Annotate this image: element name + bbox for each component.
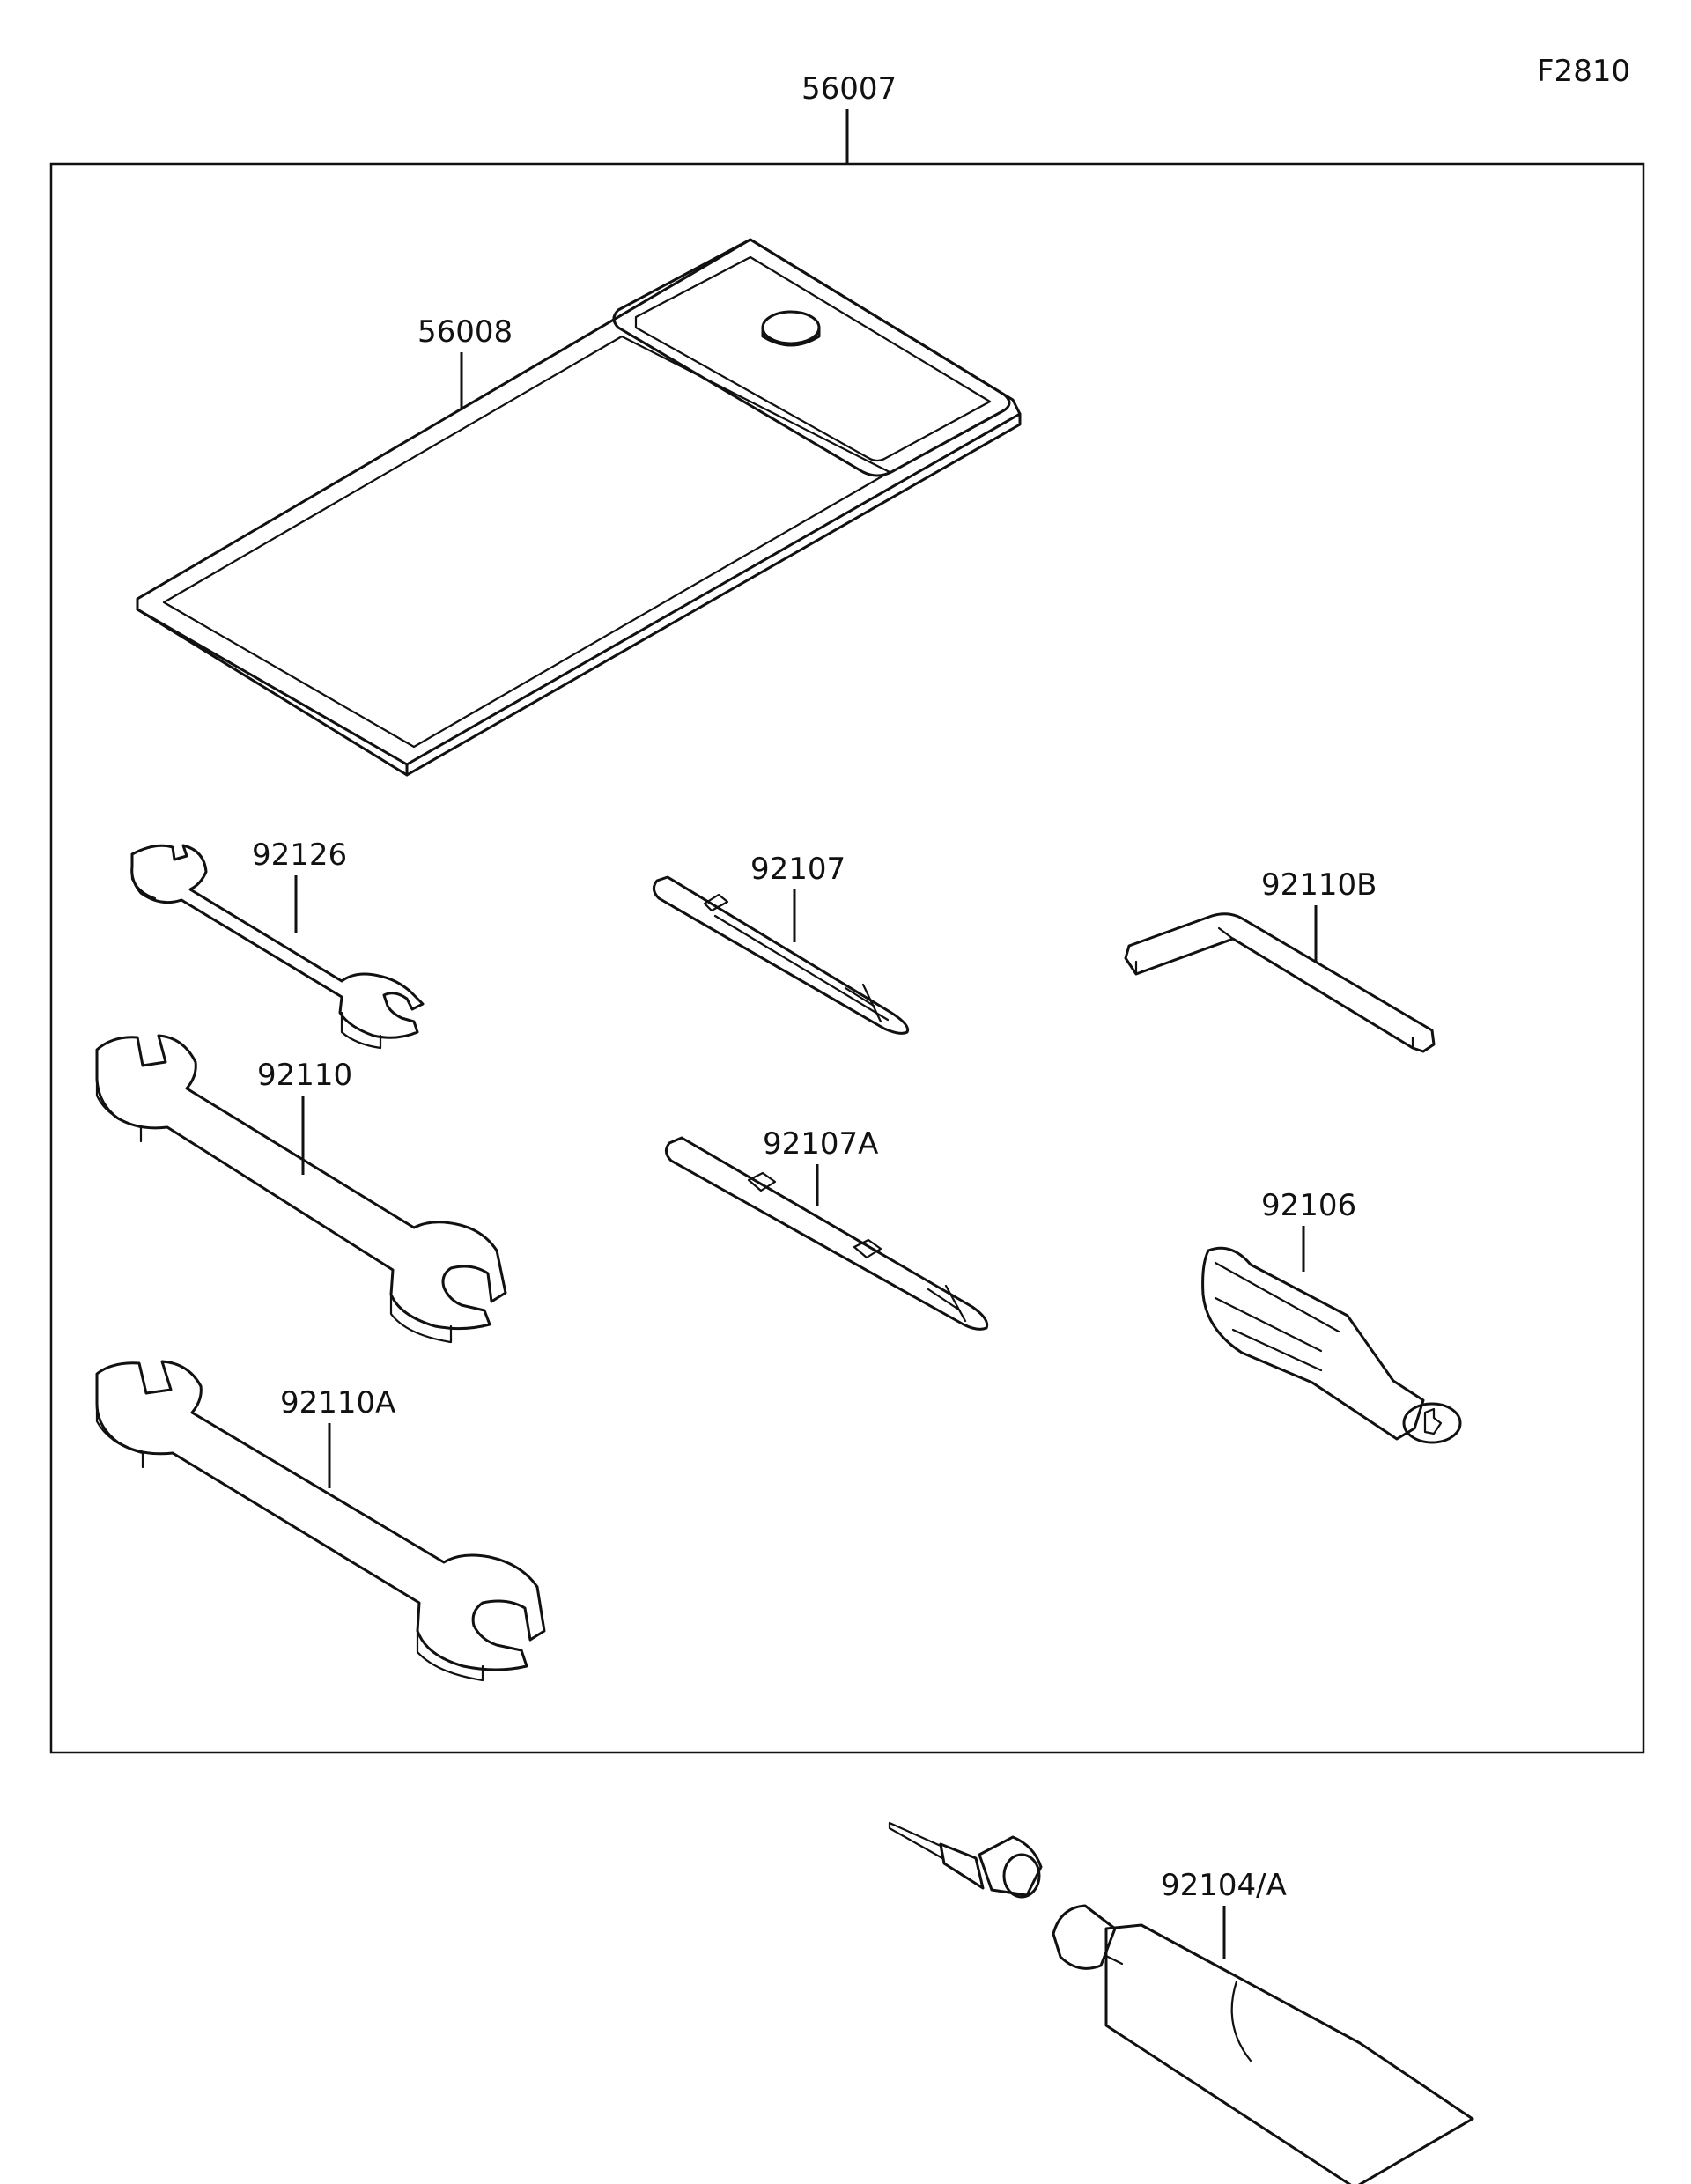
label-56008: 56008 — [417, 314, 513, 350]
label-92110: 92110 — [257, 1058, 352, 1093]
label-56007: 56007 — [801, 71, 897, 107]
label-92106: 92106 — [1261, 1188, 1356, 1223]
driver-bit-double-92107A — [665, 1136, 989, 1331]
wrench-small-92126 — [130, 844, 425, 1050]
label-92107: 92107 — [750, 852, 846, 887]
figure-code: F2810 — [1537, 54, 1630, 89]
driver-bit-92107 — [653, 875, 910, 1035]
tire-sealant-92104A — [888, 1821, 1474, 2184]
wrench-medium-92110 — [95, 1034, 507, 1344]
kit-boundary — [49, 162, 1645, 1754]
label-92104A: 92104/A — [1161, 1868, 1287, 1903]
tool-case-56008 — [136, 238, 1022, 777]
label-92107A: 92107A — [763, 1126, 878, 1162]
label-92110A: 92110A — [280, 1385, 395, 1420]
wrench-large-92110A — [95, 1360, 546, 1682]
label-92110B: 92110B — [1261, 867, 1377, 903]
hex-wrench-92110B — [1124, 912, 1436, 1053]
handle-92106 — [1201, 1246, 1462, 1444]
label-92126: 92126 — [252, 837, 347, 873]
